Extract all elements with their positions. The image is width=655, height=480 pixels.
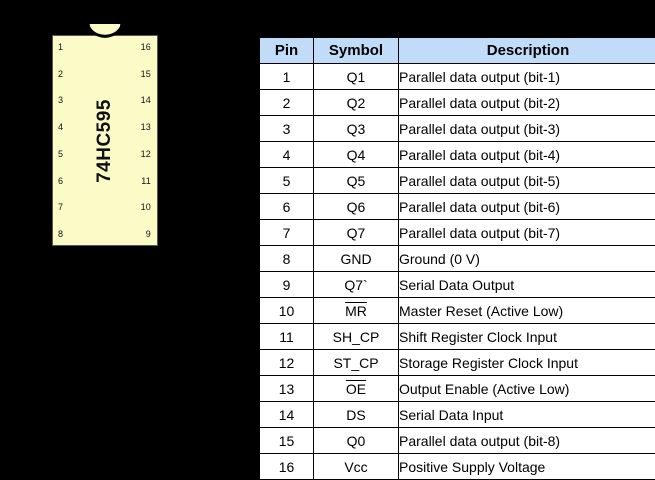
column-header-pin: Pin	[259, 37, 314, 64]
pin-number-3: 3	[58, 95, 64, 106]
cell-pin: 14	[259, 401, 314, 428]
pin-number-16: 16	[140, 42, 151, 52]
table-row: 13 OE Output Enable (Active Low)	[259, 375, 655, 402]
cell-description: Parallel data output (bit-6)	[398, 193, 655, 220]
pin-number-1: 1	[58, 42, 64, 52]
column-header-symbol: Symbol	[313, 37, 399, 64]
pin-number-6: 6	[58, 175, 64, 186]
pin-number-15: 15	[140, 68, 151, 79]
cell-description: Storage Register Clock Input	[398, 349, 655, 376]
cell-symbol: GND	[313, 245, 399, 272]
pin-number-7: 7	[58, 202, 64, 213]
cell-pin: 10	[259, 297, 314, 324]
cell-description: Parallel data output (bit-4)	[398, 141, 655, 168]
pin-number-2: 2	[58, 68, 64, 79]
pin-number-12: 12	[140, 148, 151, 159]
cell-symbol: Q0	[313, 427, 399, 454]
cell-symbol: Q7	[313, 219, 399, 246]
cell-description: Parallel data output (bit-2)	[398, 89, 655, 116]
cell-description: Parallel data output (bit-5)	[398, 167, 655, 194]
cell-symbol: Vcc	[313, 453, 399, 480]
cell-pin: 4	[259, 141, 314, 168]
cell-pin: 15	[259, 427, 314, 454]
cell-symbol: ST_CP	[313, 349, 399, 376]
cell-description: Shift Register Clock Input	[398, 323, 655, 350]
pin-number-5: 5	[58, 148, 64, 159]
cell-pin: 9	[259, 271, 314, 298]
cell-pin: 16	[259, 453, 314, 480]
cell-pin: 2	[259, 89, 314, 116]
cell-symbol: Q6	[313, 193, 399, 220]
table-header-row: Pin Symbol Description	[259, 37, 655, 64]
cell-pin: 7	[259, 219, 314, 246]
cell-description: Parallel data output (bit-3)	[398, 115, 655, 142]
table-row: 10 MR Master Reset (Active Low)	[259, 297, 655, 324]
cell-symbol: Q3	[313, 115, 399, 142]
cell-description: Output Enable (Active Low)	[398, 375, 655, 402]
cell-symbol: OE	[313, 375, 399, 402]
column-header-description: Description	[398, 37, 655, 64]
cell-pin: 13	[259, 375, 314, 402]
cell-symbol: Q4	[313, 141, 399, 168]
cell-pin: 1	[259, 63, 314, 90]
cell-symbol: Q2	[313, 89, 399, 116]
cell-symbol: SH_CP	[313, 323, 399, 350]
cell-description: Ground (0 V)	[398, 245, 655, 272]
pin-number-4: 4	[58, 122, 64, 133]
pin-number-8: 8	[58, 229, 64, 239]
pin-number-14: 14	[140, 95, 151, 106]
pin-number-9: 9	[145, 229, 151, 239]
chip-body	[52, 35, 158, 246]
cell-pin: 8	[259, 245, 314, 272]
cell-symbol: Q7`	[313, 271, 399, 298]
cell-pin: 3	[259, 115, 314, 142]
cell-description: Parallel data output (bit-8)	[398, 427, 655, 454]
symbol-active-low: MR	[345, 302, 367, 319]
pin-number-11: 11	[141, 175, 151, 186]
cell-symbol: Q5	[313, 167, 399, 194]
cell-pin: 5	[259, 167, 314, 194]
pin-number-10: 10	[140, 202, 151, 213]
cell-description: Parallel data output (bit-1)	[398, 63, 655, 90]
cell-symbol: MR	[313, 297, 399, 324]
cell-symbol: Q1	[313, 63, 399, 90]
cell-pin: 12	[259, 349, 314, 376]
pin-number-13: 13	[140, 122, 151, 133]
symbol-active-low: OE	[345, 380, 367, 397]
cell-symbol: DS	[313, 401, 399, 428]
cell-pin: 6	[259, 193, 314, 220]
cell-description: Parallel data output (bit-7)	[398, 219, 655, 246]
cell-description: Serial Data Output	[398, 271, 655, 298]
cell-description: Positive Supply Voltage	[398, 453, 655, 480]
cell-description: Master Reset (Active Low)	[398, 297, 655, 324]
cell-pin: 11	[259, 323, 314, 350]
cell-description: Serial Data Input	[398, 401, 655, 428]
